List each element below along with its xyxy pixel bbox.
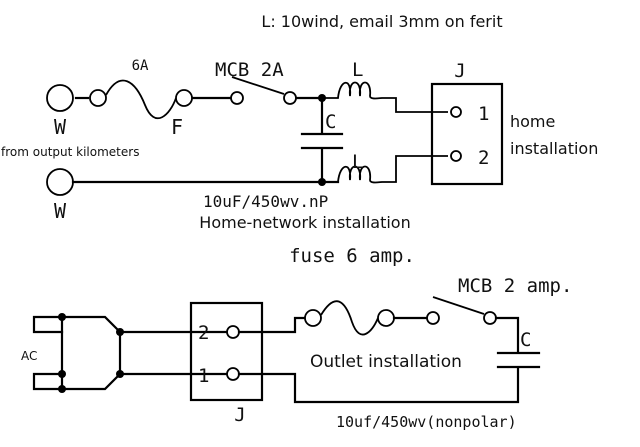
capacitor-spec: 10uF/450wv.nP [203,192,328,211]
capacitor-label: C [520,329,531,351]
top-circuit: 6A MCB 2A L L C J 1 2 W W F from output … [1,58,598,232]
fuse-label: F [171,115,183,139]
output-label-line1: home [510,112,555,131]
wire [237,316,307,334]
mcb-note: MCB 2 amp. [458,275,572,297]
inductor-bottom-label: L [352,151,363,173]
bottom-circuit: fuse 6 amp. MCB 2 amp. AC 2 1 J [21,245,572,431]
mcb-switch-icon [426,296,497,325]
bottom-caption: Outlet installation [310,352,462,372]
inductor-top-icon [322,81,448,113]
wire [237,366,520,404]
wire [494,316,520,354]
terminal-1 [226,367,240,381]
fuse-rating-label: 6A [132,58,149,74]
fuse-icon [304,300,395,336]
output-label-line2: installation [510,139,598,158]
junction-box-bottom [189,301,264,402]
input-terminal-bottom [46,168,74,196]
source-note: from output kilometers [1,145,139,159]
input-bottom-label: W [54,199,67,223]
input-terminal-top [46,84,74,112]
inductor-bottom-icon [337,155,448,184]
junction-label-bottom: J [234,404,245,426]
fuse-icon [89,79,193,119]
ac-label: AC [21,349,37,363]
capacitor-spec-bottom: 10uf/450wv(nonpolar) [336,413,517,431]
mcb-switch-icon [230,76,297,105]
top-title: L: 10wind, email 3mm on ferit [261,12,502,31]
terminal-2 [450,150,462,162]
terminal-1-label: 1 [198,365,209,387]
terminal-2-label: 2 [198,322,209,344]
terminal-1-label: 1 [478,103,489,125]
junction-box [430,82,504,186]
terminal-2-label: 2 [478,147,489,169]
junction-label: J [454,60,465,82]
input-top-label: W [54,115,67,139]
inductor-top-label: L [352,59,363,81]
ac-plug-icon [32,313,124,393]
capacitor-label: C [325,111,336,133]
fuse-note: fuse 6 amp. [289,245,415,267]
mcb-label: MCB 2A [215,59,284,81]
terminal-2 [226,325,240,339]
terminal-1 [450,106,462,118]
top-caption: Home-network installation [199,213,410,232]
capacitor-icon [300,96,344,184]
capacitor-icon [496,351,541,369]
